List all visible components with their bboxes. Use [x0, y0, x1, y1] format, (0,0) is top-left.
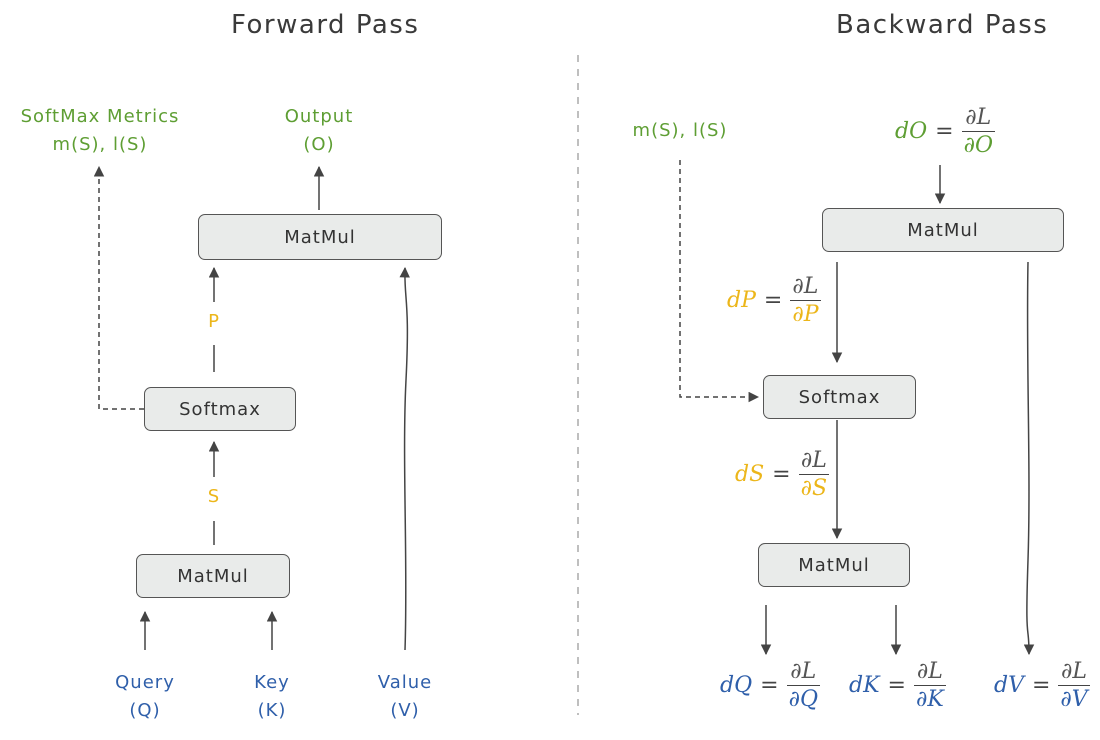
- backward-pass-title: Backward Pass: [836, 10, 1049, 40]
- dK-equals: =: [887, 673, 906, 699]
- key-line2: (K): [257, 700, 287, 721]
- forward-matmul-bottom-node: MatMul: [136, 554, 290, 598]
- dS-equals: =: [772, 462, 791, 488]
- dS-numerator: ∂L: [800, 448, 827, 473]
- dP-lhs: dP: [727, 288, 756, 314]
- dO-lhs: dO: [895, 119, 928, 145]
- output-line1: Output: [284, 106, 354, 127]
- query-line2: (Q): [129, 700, 161, 721]
- softmax-metrics-label: SoftMax Metrics m(S), l(S): [15, 103, 185, 159]
- dK-numerator: ∂L: [916, 659, 943, 684]
- softmax-to-metrics-dashed-arrow: [93, 165, 144, 410]
- output-line2: (O): [303, 134, 335, 155]
- query-label: Query (Q): [105, 669, 185, 725]
- dQ-lhs: dQ: [720, 673, 753, 699]
- dP-equation: dP = ∂L ∂P: [727, 275, 821, 326]
- key-label: Key (K): [242, 669, 302, 725]
- dV-equals: =: [1031, 673, 1051, 699]
- dV-equation: dV = ∂L ∂V: [994, 660, 1090, 711]
- dP-denominator: ∂P: [790, 300, 821, 328]
- backward-softmax-node: Softmax: [763, 375, 916, 419]
- dS-denominator: ∂S: [798, 474, 830, 502]
- softmax-metrics-line1: SoftMax Metrics: [20, 106, 180, 127]
- dP-fraction: ∂L ∂P: [790, 274, 821, 328]
- dQ-equation: dQ = ∂L ∂Q: [720, 660, 820, 711]
- dQ-fraction: ∂L ∂Q: [786, 659, 820, 713]
- dS-equation: dS = ∂L ∂S: [735, 448, 830, 502]
- dQ-numerator: ∂L: [790, 659, 817, 684]
- dP-numerator: ∂L: [792, 274, 819, 299]
- dO-equals: =: [935, 119, 954, 145]
- output-label: Output (O): [270, 103, 368, 159]
- matmul-to-dV-arrow: [1023, 261, 1035, 656]
- value-line2: (V): [390, 700, 420, 721]
- p-label: P: [208, 311, 220, 332]
- dO-fraction: ∂L ∂O: [961, 105, 995, 159]
- dS-fraction: ∂L ∂S: [798, 448, 830, 502]
- dK-denominator: ∂K: [913, 685, 946, 713]
- dO-numerator: ∂L: [965, 105, 992, 130]
- query-line1: Query: [115, 672, 175, 693]
- forward-matmul-top-node: MatMul: [198, 214, 442, 260]
- backward-matmul-bottom-node: MatMul: [758, 543, 910, 587]
- dO-equation: dO = ∂L ∂O: [895, 106, 995, 157]
- forward-softmax-node: Softmax: [144, 387, 296, 431]
- dV-fraction: ∂L ∂V: [1058, 659, 1090, 713]
- dO-denominator: ∂O: [961, 131, 995, 159]
- dV-denominator: ∂V: [1058, 685, 1090, 713]
- forward-pass-title: Forward Pass: [231, 10, 420, 40]
- dK-lhs: dK: [849, 673, 880, 699]
- dK-equation: dK = ∂L ∂K: [849, 660, 946, 711]
- value-label: Value (V): [370, 669, 440, 725]
- softmax-metrics-line2: m(S), l(S): [52, 134, 148, 155]
- dV-numerator: ∂L: [1061, 659, 1088, 684]
- backward-matmul-top-node: MatMul: [822, 208, 1064, 252]
- dV-lhs: dV: [994, 673, 1024, 699]
- value-to-matmul-arrow: [399, 266, 410, 651]
- s-label: S: [207, 486, 221, 507]
- dK-fraction: ∂L ∂K: [913, 659, 946, 713]
- dP-equals: =: [763, 288, 783, 314]
- backward-metrics-label: m(S), l(S): [632, 120, 728, 141]
- value-line1: Value: [377, 672, 433, 693]
- dS-lhs: dS: [735, 462, 765, 488]
- dQ-equals: =: [760, 673, 779, 699]
- dQ-denominator: ∂Q: [786, 685, 820, 713]
- key-line1: Key: [254, 672, 290, 693]
- metrics-to-softmax-dashed-arrow: [679, 160, 760, 403]
